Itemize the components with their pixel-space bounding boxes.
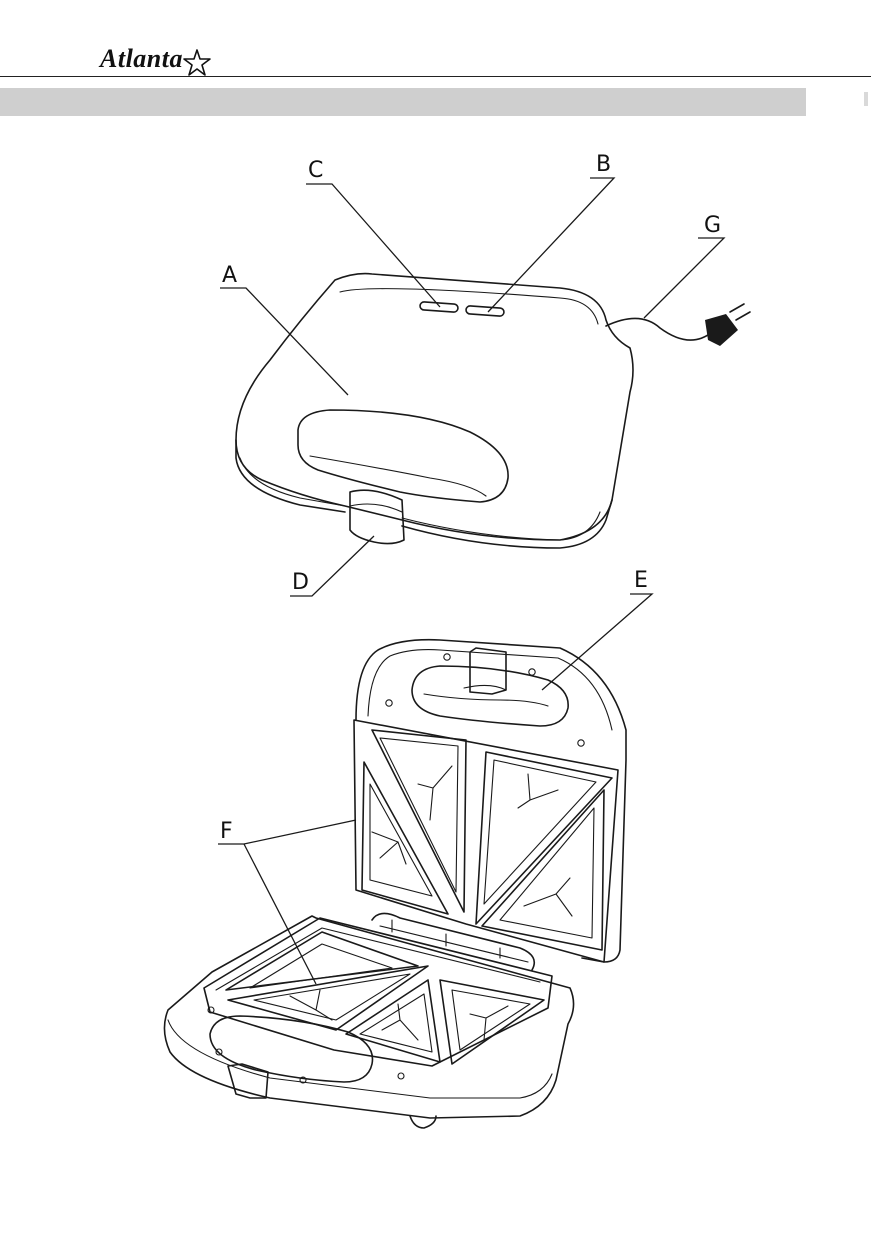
callout-label-a: A — [222, 263, 237, 288]
callout-label-e: E — [634, 568, 648, 593]
screw — [444, 654, 450, 660]
screw — [398, 1073, 404, 1079]
closed-handle-opening — [298, 410, 508, 502]
plug-icon — [705, 314, 738, 346]
callout-label-d: D — [292, 570, 309, 595]
open-base-handle — [210, 1016, 373, 1082]
open-appliance — [164, 640, 626, 1128]
screw — [529, 669, 535, 675]
indicator-light-c — [420, 302, 458, 313]
latch-clip — [350, 490, 404, 543]
callout-label-b: B — [596, 152, 611, 177]
closed-lid-outline — [236, 274, 633, 540]
closed-appliance — [236, 274, 750, 548]
callout-label-f: F — [220, 819, 233, 844]
power-cord — [606, 318, 712, 340]
screw — [386, 700, 392, 706]
indicator-light-b — [466, 306, 504, 317]
callout-label-c: C — [308, 158, 323, 183]
screw — [578, 740, 584, 746]
callout-label-g: G — [704, 213, 721, 238]
